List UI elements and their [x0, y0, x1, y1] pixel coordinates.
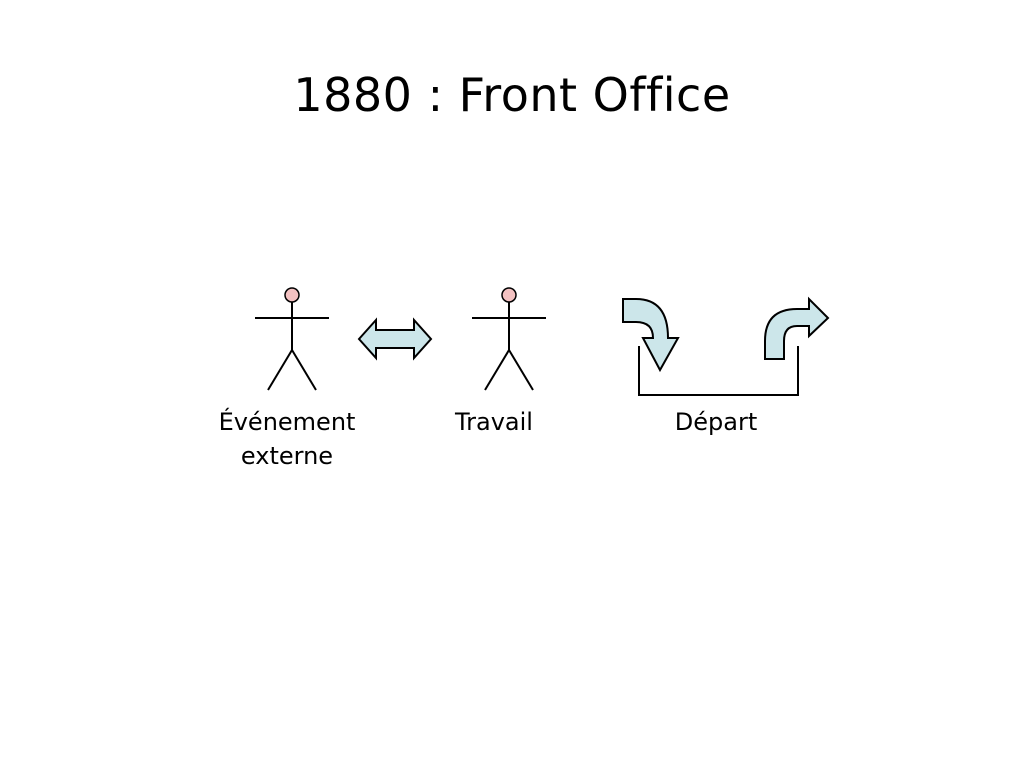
external-event-label-line1: Événement: [218, 408, 356, 436]
curved-up-arrow-icon: [764, 296, 830, 360]
departure-label: Départ: [674, 408, 758, 436]
slide-title: 1880 : Front Office: [293, 68, 731, 122]
double-arrow-icon: [357, 317, 433, 361]
external-event-label-line2: externe: [240, 442, 334, 470]
external-event-figure-icon: [255, 287, 329, 391]
external-event-label: Événement externe: [187, 405, 387, 473]
bracket-connector: [638, 346, 799, 396]
work-figure-icon: [472, 287, 546, 391]
work-label: Travail: [455, 408, 533, 436]
curved-down-arrow-icon: [622, 298, 680, 373]
